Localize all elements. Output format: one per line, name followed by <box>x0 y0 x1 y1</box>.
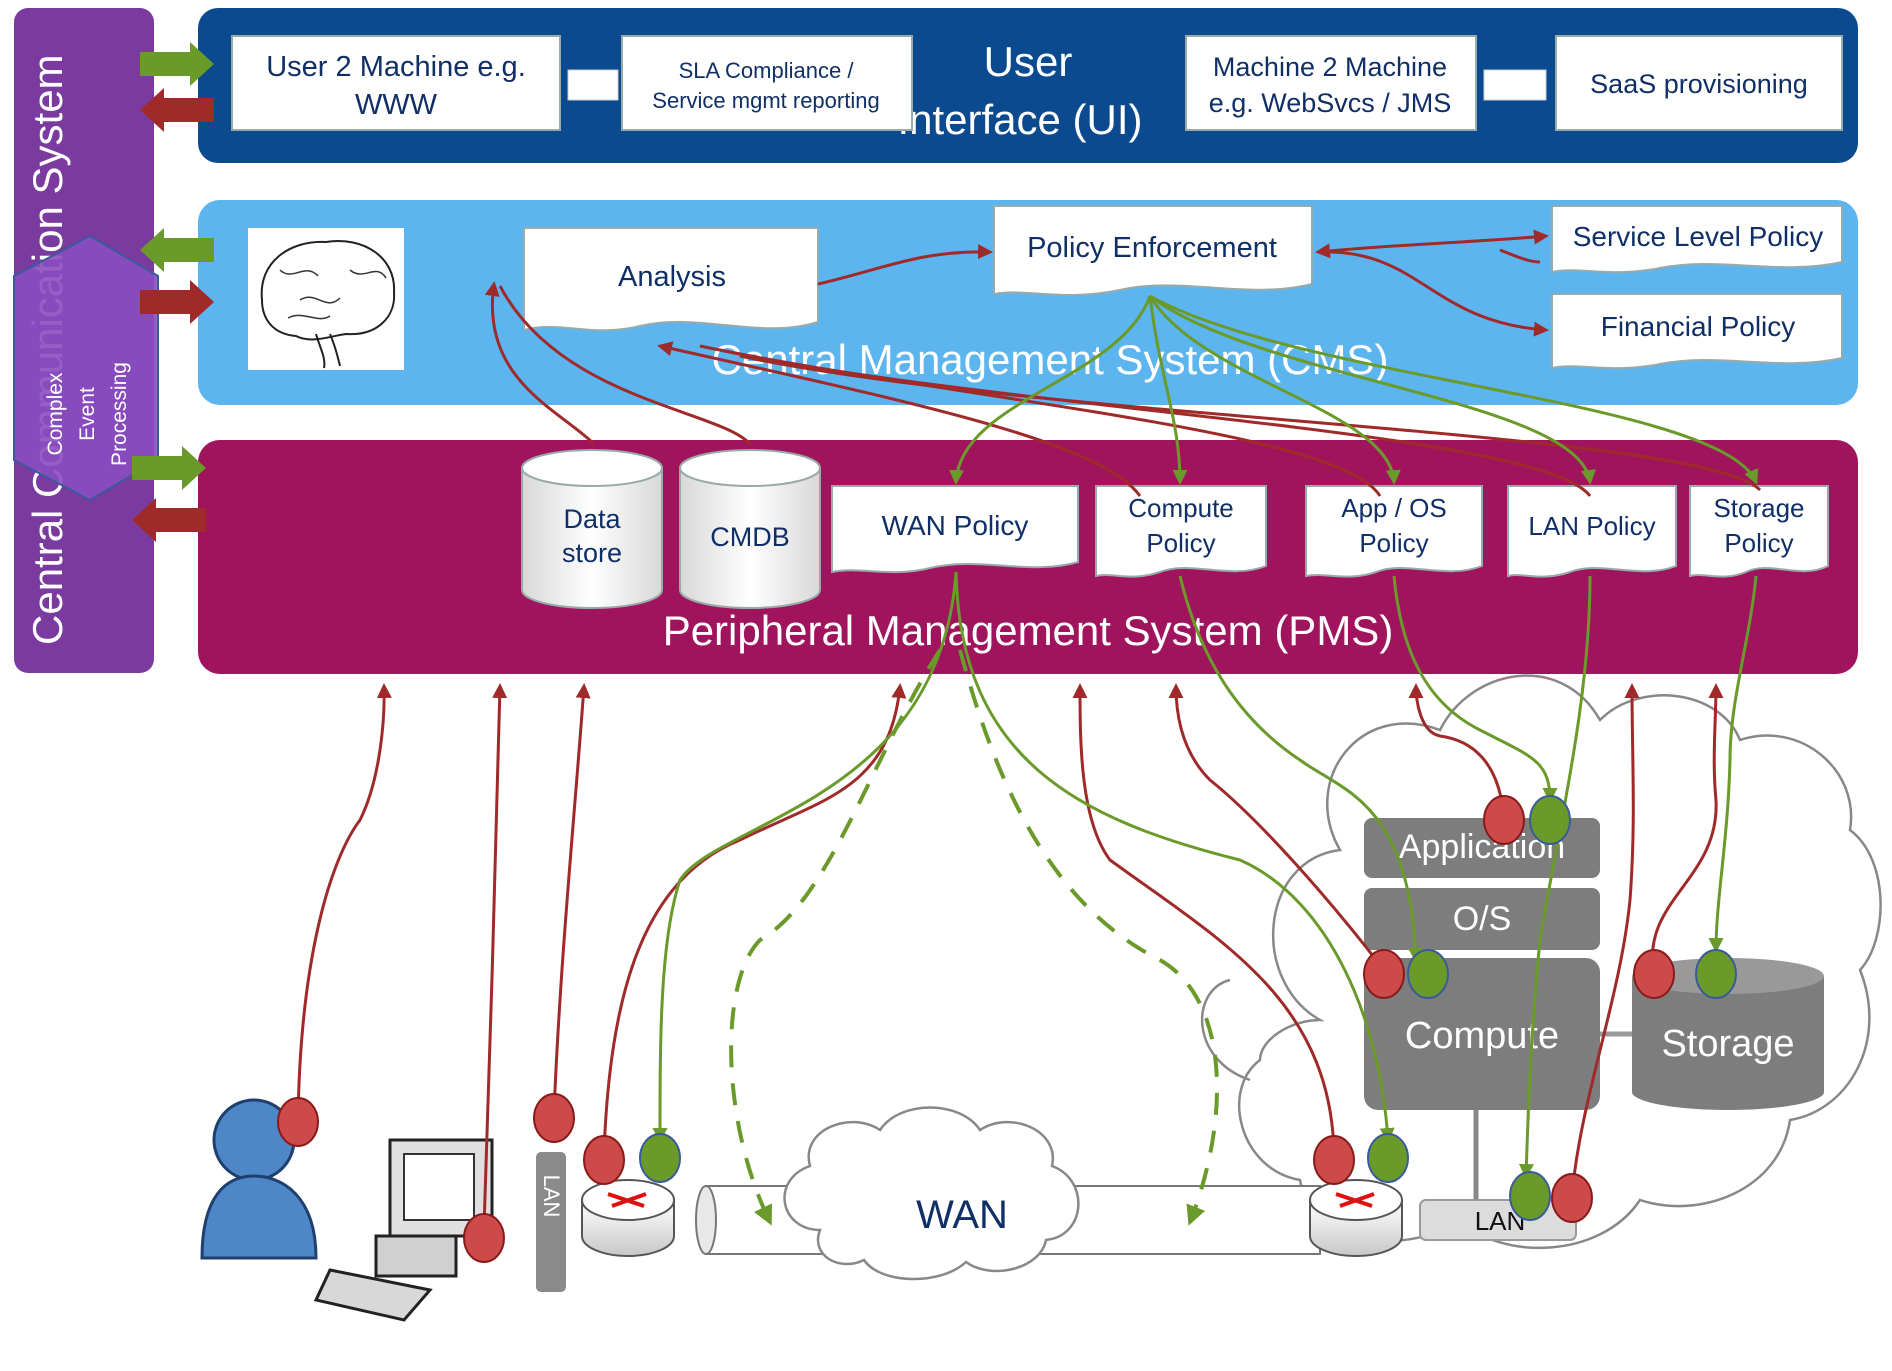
red-block-arrow <box>132 498 206 542</box>
computer-icon <box>313 1138 494 1322</box>
cms-arrows <box>484 229 1762 497</box>
lan-bar-left: LAN <box>536 1152 566 1292</box>
svg-text:Processing: Processing <box>108 362 131 466</box>
analysis-doc: Analysis <box>523 227 819 332</box>
os-layer: O/S <box>1364 888 1600 950</box>
control-agent-dot <box>639 1133 681 1183</box>
monitor-agent-dot <box>1633 949 1675 999</box>
control-agent-dot <box>1407 949 1449 999</box>
cmdb-cylinder: CMDB <box>679 449 821 609</box>
financial-policy-doc: Financial Policy <box>1551 293 1843 370</box>
control-arrows <box>652 571 1758 1179</box>
ui-box-sla-compliance: SLA Compliance / Service mgmt reporting <box>621 35 913 131</box>
monitor-agent-dot <box>463 1213 505 1263</box>
pms-title: Peripheral Management System (PMS) <box>663 607 1394 654</box>
svg-text:store: store <box>562 538 622 568</box>
ui-box-saas-provisioning: SaaS provisioning <box>1555 35 1843 131</box>
green-block-arrow <box>140 42 214 86</box>
control-agent-dot <box>1509 1171 1551 1221</box>
svg-text:User 2 Machine e.g.: User 2 Machine e.g. <box>266 51 526 83</box>
data-store-cylinder: Data store <box>521 449 663 609</box>
monitor-agent-dot <box>583 1135 625 1185</box>
svg-text:Storage: Storage <box>1713 493 1804 523</box>
red-block-arrow <box>140 280 214 324</box>
svg-text:Event: Event <box>76 387 99 441</box>
monitor-agents <box>277 795 1675 1263</box>
svg-text:LAN: LAN <box>539 1175 564 1218</box>
svg-text:Storage: Storage <box>1661 1023 1794 1065</box>
control-agent-dot <box>1529 795 1571 845</box>
svg-text:LAN Policy: LAN Policy <box>1528 511 1655 541</box>
svg-text:App / OS: App / OS <box>1341 493 1447 523</box>
ui-connector <box>567 69 619 101</box>
svg-text:User: User <box>984 38 1073 85</box>
svg-text:Compute: Compute <box>1128 493 1234 523</box>
ui-box-machine2machine: Machine 2 Machine e.g. WebSvcs / JMS <box>1185 35 1477 131</box>
ui-title: User Interface (UI) <box>897 38 1142 143</box>
wan-dashed-arrows <box>729 648 1219 1226</box>
monitor-agent-dot <box>277 1097 319 1147</box>
green-block-arrow <box>132 446 206 490</box>
router-right-icon <box>1309 1179 1403 1257</box>
svg-text:Policy: Policy <box>1146 528 1215 558</box>
svg-text:Policy: Policy <box>1724 528 1793 558</box>
svg-text:O/S: O/S <box>1453 900 1512 938</box>
user-icon <box>200 1098 318 1260</box>
svg-text:Service mgmt reporting: Service mgmt reporting <box>652 88 879 113</box>
control-agents <box>639 795 1737 1221</box>
svg-text:Service Level Policy: Service Level Policy <box>1573 221 1824 252</box>
policy-enforcement-doc: Policy Enforcement <box>993 205 1313 297</box>
svg-text:Policy: Policy <box>1359 528 1428 558</box>
svg-text:Analysis: Analysis <box>618 261 726 293</box>
svg-text:Policy Enforcement: Policy Enforcement <box>1027 232 1277 264</box>
control-agent-dot <box>1367 1133 1409 1183</box>
cep-hexagon: Complex Event Processing <box>13 234 159 502</box>
wan-label: WAN <box>916 1193 1008 1237</box>
svg-text:Machine 2 Machine: Machine 2 Machine <box>1213 52 1447 82</box>
svg-text:Interface (UI): Interface (UI) <box>897 96 1142 143</box>
service-level-policy-doc: Service Level Policy <box>1551 205 1843 274</box>
svg-text:SaaS provisioning: SaaS provisioning <box>1590 69 1808 99</box>
ui-connector <box>1483 69 1547 101</box>
svg-text:e.g. WebSvcs / JMS: e.g. WebSvcs / JMS <box>1209 88 1452 118</box>
monitor-agent-dot <box>1483 795 1525 845</box>
brain-image <box>248 228 404 370</box>
svg-text:SLA Compliance /: SLA Compliance / <box>679 58 855 83</box>
monitor-arrows <box>296 683 1724 1229</box>
monitor-agent-dot <box>1363 949 1405 999</box>
lan-policy-doc: LAN Policy <box>1507 485 1677 578</box>
app-os-policy-doc: App / OS Policy <box>1305 485 1483 578</box>
monitor-agent-dot <box>1551 1173 1593 1223</box>
monitor-agent-dot <box>533 1093 575 1143</box>
svg-text:WAN Policy: WAN Policy <box>882 510 1029 541</box>
side-arrows <box>132 42 214 542</box>
red-block-arrow <box>140 88 214 132</box>
svg-text:WWW: WWW <box>355 89 438 121</box>
svg-text:Complex: Complex <box>44 372 67 455</box>
compute-policy-doc: Compute Policy <box>1095 485 1267 578</box>
wan-policy-doc: WAN Policy <box>831 485 1079 574</box>
wan-cloud: WAN <box>783 1106 1080 1281</box>
svg-text:Compute: Compute <box>1405 1015 1559 1057</box>
svg-text:CMDB: CMDB <box>710 522 790 552</box>
green-block-arrow <box>140 228 214 272</box>
ui-box-user2machine: User 2 Machine e.g. WWW <box>231 35 561 131</box>
monitor-agent-dot <box>1313 1135 1355 1185</box>
cms-title: Central Management System (CMS) <box>712 336 1389 383</box>
svg-text:Financial Policy: Financial Policy <box>1601 311 1796 342</box>
svg-text:Data: Data <box>563 504 621 534</box>
router-left-icon <box>581 1179 675 1257</box>
control-agent-dot <box>1695 949 1737 999</box>
storage-policy-doc: Storage Policy <box>1689 485 1829 578</box>
